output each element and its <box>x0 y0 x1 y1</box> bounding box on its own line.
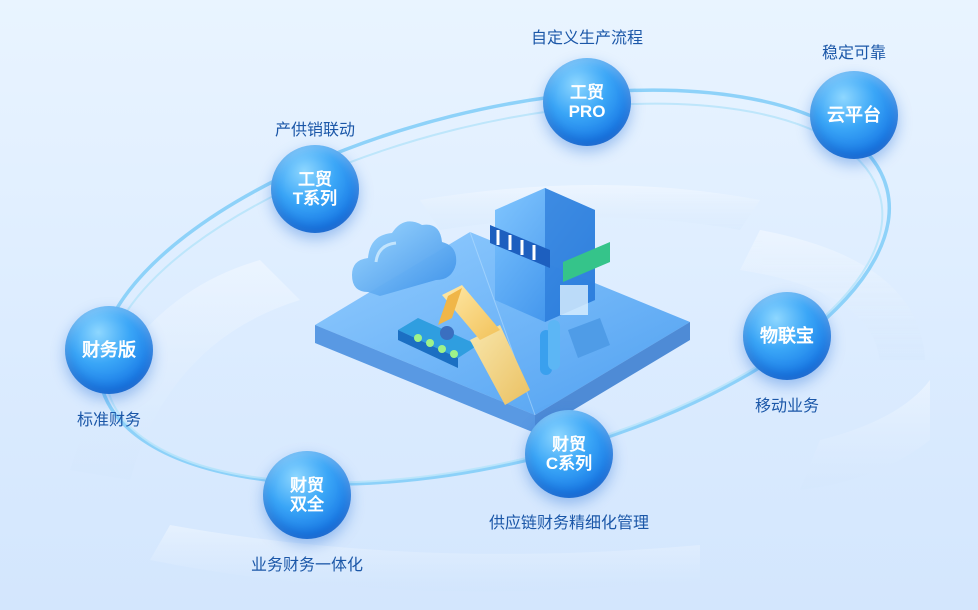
caption-gongmao-pro: 自定义生产流程 <box>530 30 644 47</box>
store-icon <box>490 188 610 322</box>
node-caimao-c[interactable]: 财贸 C系列 <box>525 410 613 498</box>
node-label-line1: 物联宝 <box>760 325 814 346</box>
node-label-line2: C系列 <box>545 454 593 473</box>
robot-arm-icon <box>438 285 530 405</box>
node-caimao-shuangquan[interactable]: 财贸 双全 <box>263 451 351 539</box>
platform-side-right <box>535 322 690 433</box>
platform-side-left <box>315 325 535 433</box>
caption-caimao-c: 供应链财务精细化管理 <box>488 515 650 532</box>
node-gongmao-pro[interactable]: 工贸 PRO <box>543 58 631 146</box>
node-label-line1: 财贸 <box>290 475 324 495</box>
node-label-line1: 云平台 <box>827 104 881 125</box>
cloud-icon <box>352 221 457 296</box>
node-label-line2: PRO <box>568 102 606 121</box>
conveyor-icon <box>398 318 478 368</box>
node-label-line1: 工贸 <box>570 82 604 102</box>
node-label-line1: 财务版 <box>82 339 136 360</box>
caption-cloud-platform: 稳定可靠 <box>821 45 887 62</box>
node-finance-edition[interactable]: 财务版 <box>65 306 153 394</box>
node-cloud-platform[interactable]: 云平台 <box>810 71 898 159</box>
node-label-line1: 财贸 <box>552 434 586 454</box>
node-label-line2: T系列 <box>292 189 338 208</box>
caption-wulianbao: 移动业务 <box>754 398 820 415</box>
pipe-icons <box>540 318 610 375</box>
caption-caimao-shuangquan: 业务财务一体化 <box>250 557 364 574</box>
center-illustration <box>315 188 690 433</box>
caption-gongmao-t: 产供销联动 <box>274 122 356 139</box>
node-wulianbao[interactable]: 物联宝 <box>743 292 831 380</box>
caption-finance-edition: 标准财务 <box>76 412 142 429</box>
node-gongmao-t[interactable]: 工贸 T系列 <box>271 145 359 233</box>
node-label-line2: 双全 <box>290 495 324 514</box>
node-label-line1: 工贸 <box>298 169 332 189</box>
